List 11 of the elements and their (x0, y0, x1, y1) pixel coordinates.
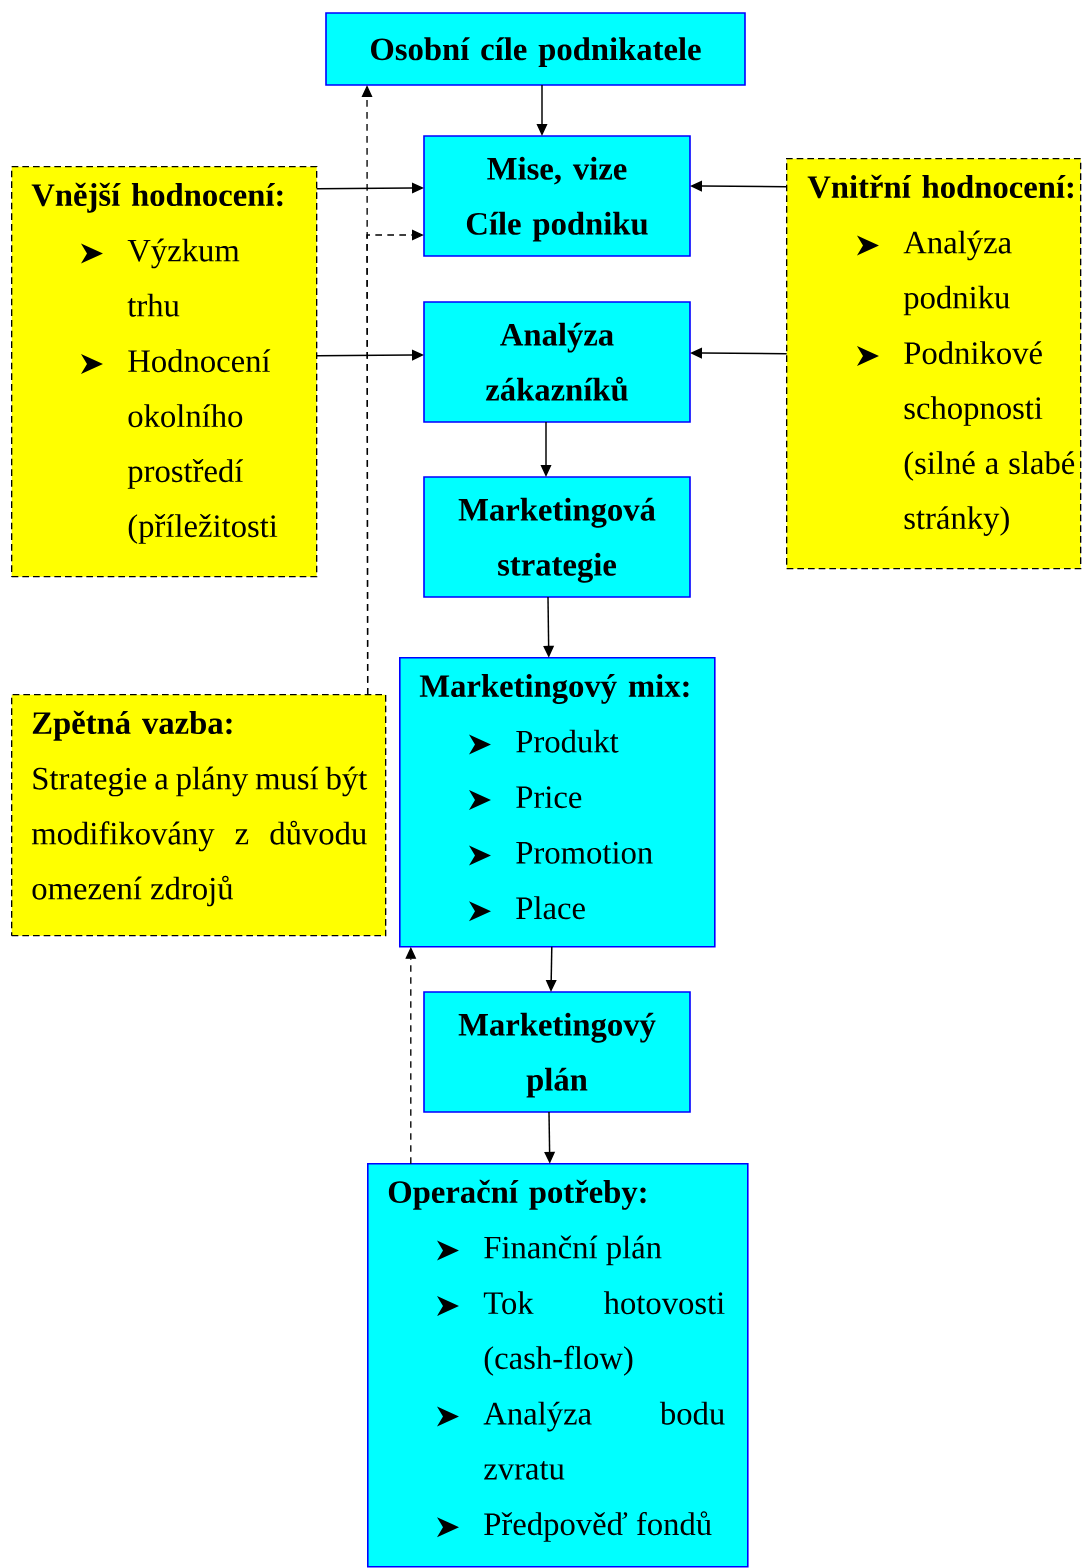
process-box: Mise, vize Cíle podniku (423, 135, 691, 257)
goal-box: Osobní cíle podnikatele (325, 12, 746, 86)
process-box: Operační potřeby: Finanční plán Tok hotovosti (cash-flow) Analýza bodu zvratu Předpověď fondů (367, 1163, 749, 1568)
process-box: Marketingový mix: Produkt Price Promotion Place (399, 657, 716, 948)
note-box: Vnější hodnocení: Výzkum trhu Hodnocení okolního prostředí (příležitosti (11, 166, 318, 578)
process-box: Analýza zákazníků (423, 301, 691, 423)
process-box: Marketingová strategie (423, 476, 691, 598)
note-box: Vnitřní hodnocení: Analýza podniku Podnikové schopnosti (silné a slabé stránky) (786, 158, 1082, 570)
arrow (366, 229, 424, 696)
process-box: Marketingový plán (423, 991, 691, 1113)
note-box: Zpětná vazba: Strategie a plány musí být modifikovány z důvodu omezení zdrojů (11, 694, 387, 937)
